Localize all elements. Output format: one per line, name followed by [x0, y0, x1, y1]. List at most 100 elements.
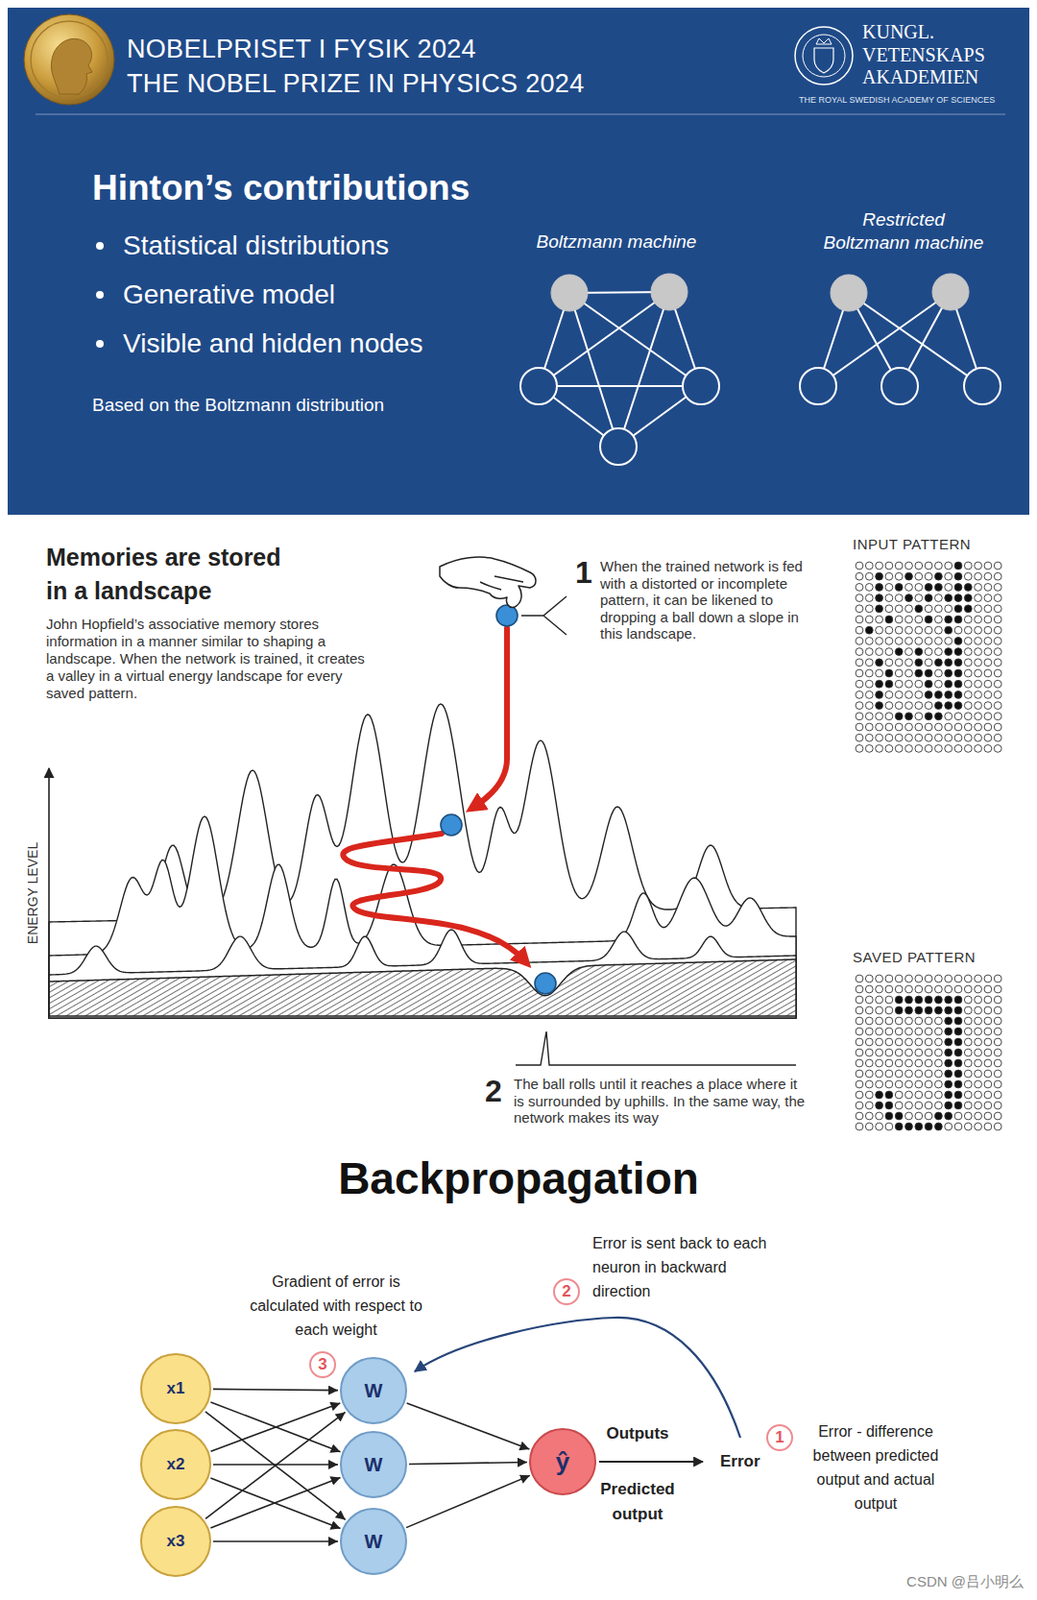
- pattern-dot: [905, 604, 914, 613]
- pattern-dot: [924, 1090, 933, 1099]
- pattern-dot: [964, 723, 972, 731]
- pattern-dot: [984, 1006, 992, 1014]
- connector-arrow: [213, 1540, 338, 1543]
- pattern-dot: [935, 1048, 943, 1057]
- pattern-dot: [964, 648, 972, 656]
- illustration-part: [814, 48, 834, 73]
- pattern-dot: [954, 1122, 963, 1131]
- diagram-caption: Restricted Boltzmann machine: [819, 208, 989, 255]
- pattern-dot: [993, 1048, 1002, 1057]
- pattern-dot: [993, 1006, 1002, 1014]
- pattern-dot: [865, 745, 873, 753]
- pattern-dot: [885, 1122, 893, 1131]
- pattern-dot: [993, 1037, 1002, 1046]
- pattern-dot: [894, 723, 903, 731]
- pattern-dot: [885, 1027, 893, 1036]
- pattern-dot: [974, 974, 983, 983]
- pattern-dot: [974, 1037, 983, 1046]
- pattern-dot: [905, 985, 914, 993]
- pattern-dot: [954, 1006, 963, 1014]
- pattern-dot: [984, 1101, 992, 1110]
- mountain-ridge: [48, 929, 796, 1018]
- pattern-dot: [944, 658, 953, 667]
- pattern-dot: [915, 1037, 923, 1046]
- pattern-dot: [924, 1059, 933, 1067]
- pattern-dot: [964, 572, 972, 580]
- pattern-dot: [905, 1080, 914, 1088]
- callout-number: 1: [575, 554, 593, 591]
- pattern-dot: [875, 1006, 884, 1014]
- annotation-text: Gradient of error is calculated with res…: [240, 1269, 433, 1342]
- pattern-dot: [974, 648, 983, 656]
- pattern-dot: [964, 679, 972, 688]
- pattern-dot: [935, 1069, 943, 1078]
- pattern-dot: [894, 1080, 903, 1088]
- pattern-dot: [993, 1059, 1002, 1067]
- academy-name: KUNGL. VETENSKAPS AKADEMIEN: [862, 21, 986, 90]
- pattern-dot: [974, 1090, 983, 1099]
- pattern-dot: [915, 1059, 923, 1067]
- pattern-dot: [894, 648, 903, 656]
- connector-arrow: [211, 1402, 341, 1451]
- pattern-dot: [915, 995, 923, 1004]
- pattern-dot: [944, 1090, 953, 1099]
- pattern-dot: [875, 1080, 884, 1088]
- pattern-dot: [894, 1027, 903, 1036]
- pattern-dot: [944, 669, 953, 677]
- pattern-dot: [954, 1048, 963, 1057]
- pattern-dot: [993, 572, 1002, 580]
- pattern-dot: [905, 1006, 914, 1014]
- pattern-dot: [924, 985, 933, 993]
- pattern-dot: [865, 572, 873, 580]
- pattern-dot: [865, 679, 873, 688]
- pattern-dot: [875, 723, 884, 731]
- pattern-dot: [974, 572, 983, 580]
- pattern-dot: [935, 995, 943, 1004]
- pattern-dot: [993, 985, 1002, 993]
- pattern-dot: [964, 701, 972, 710]
- pattern-dot: [935, 1080, 943, 1088]
- pattern-dot: [885, 583, 893, 592]
- pattern-dot: [894, 1090, 903, 1099]
- pattern-dot: [875, 615, 884, 624]
- pattern-dot: [894, 572, 903, 580]
- pattern-dot: [885, 648, 893, 656]
- output-node: ŷ: [529, 1427, 597, 1496]
- pattern-dot: [924, 1111, 933, 1120]
- boltzmann-machine-graph: [520, 273, 720, 465]
- pattern-dot: [865, 1027, 873, 1036]
- pattern-dot: [855, 626, 864, 634]
- pattern-dot: [875, 1069, 884, 1078]
- pattern-dot: [905, 1122, 914, 1131]
- pattern-dot: [984, 723, 992, 731]
- connector-arrow: [210, 1476, 340, 1527]
- pattern-title: INPUT PATTERN: [852, 535, 971, 554]
- illustration-part: [520, 367, 557, 405]
- pattern-dot: [944, 985, 953, 993]
- connector-arrow: [409, 1462, 528, 1465]
- pattern-dot: [993, 733, 1002, 742]
- pattern-dot: [905, 1090, 914, 1099]
- pattern-dot: [993, 626, 1002, 634]
- pattern-dot: [905, 637, 914, 646]
- pattern-dot: [993, 995, 1002, 1004]
- energy-landscape: [48, 703, 796, 1018]
- pattern-dot: [865, 1006, 873, 1014]
- pattern-dot: [855, 637, 864, 646]
- pattern-dot: [944, 1080, 953, 1088]
- academy-subtitle: THE ROYAL SWEDISH ACADEMY OF SCIENCES: [798, 95, 995, 106]
- pattern-dot: [974, 1080, 983, 1088]
- pattern-dot: [875, 1059, 884, 1067]
- pattern-dot: [905, 691, 914, 700]
- pattern-dot: [974, 561, 983, 570]
- pattern-dot: [984, 658, 992, 667]
- illustration-part: [932, 273, 969, 311]
- balls: [440, 604, 556, 994]
- pattern-dot: [855, 723, 864, 731]
- body-text: John Hopfield’s associative memory store…: [46, 615, 373, 702]
- pattern-dot: [974, 615, 983, 624]
- pattern-dot: [905, 679, 914, 688]
- pattern-dot: [954, 1059, 963, 1067]
- pattern-dot: [855, 658, 864, 667]
- pattern-dot: [993, 637, 1002, 646]
